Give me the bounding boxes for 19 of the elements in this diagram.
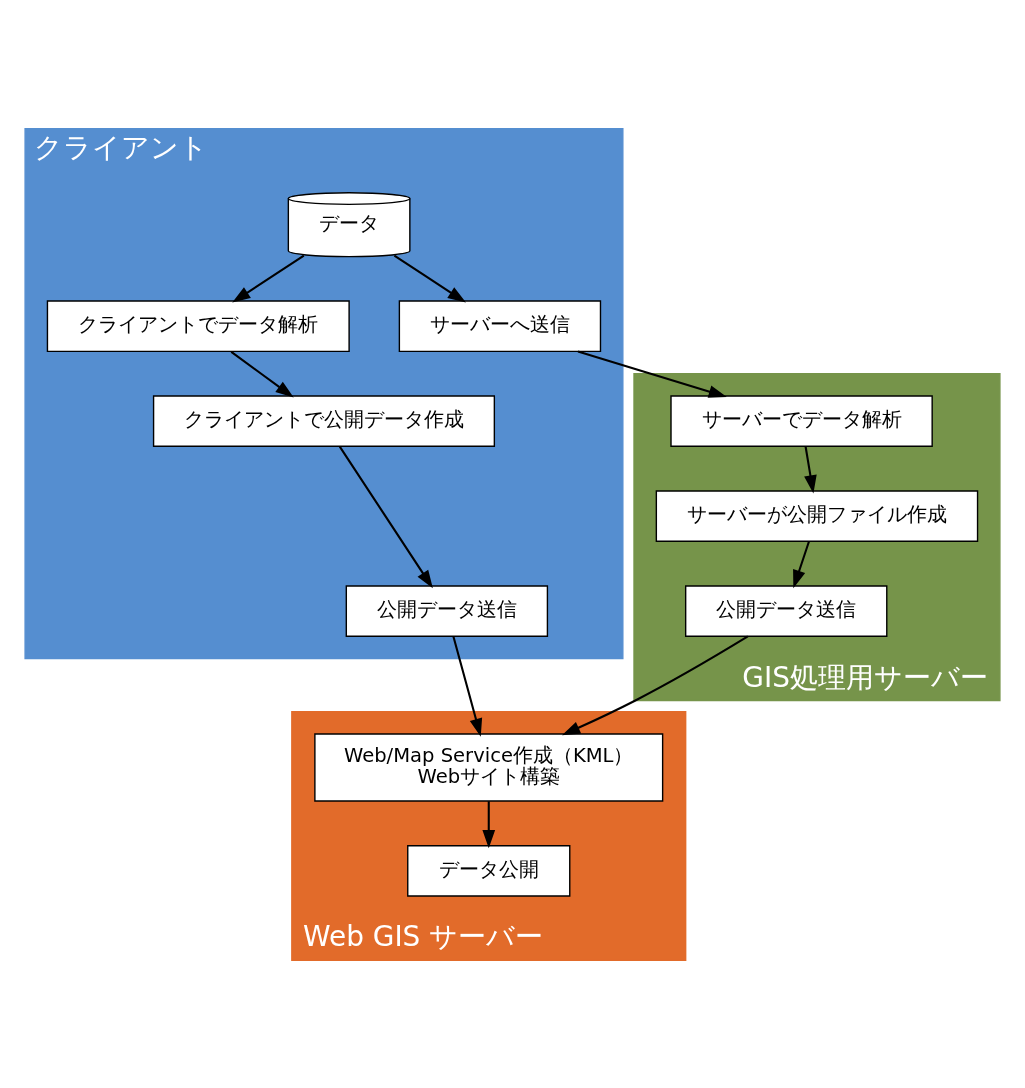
node-box: クライアントで公開データ作成 <box>152 394 496 447</box>
arrow <box>577 349 727 398</box>
arrow <box>793 540 810 588</box>
node-box: Web/Map Service作成（KML） Webサイト構築 <box>314 732 664 802</box>
arrow <box>452 635 483 737</box>
node-box: サーバーでデータ解析 <box>670 394 933 447</box>
node-box: クライアントでデータ解析 <box>46 299 350 352</box>
node-box: データ公開 <box>407 844 571 897</box>
node-box: 公開データ送信 <box>684 584 888 637</box>
arrow <box>338 445 433 588</box>
arrow <box>482 800 496 848</box>
arrow <box>393 254 466 303</box>
node-box: 公開データ送信 <box>345 584 549 637</box>
arrow <box>230 350 294 398</box>
arrow <box>232 254 305 303</box>
arrow <box>804 446 817 493</box>
arrow <box>561 635 749 735</box>
node-box: サーバーへ送信 <box>398 299 602 352</box>
node-box: サーバーが公開ファイル作成 <box>655 489 979 542</box>
